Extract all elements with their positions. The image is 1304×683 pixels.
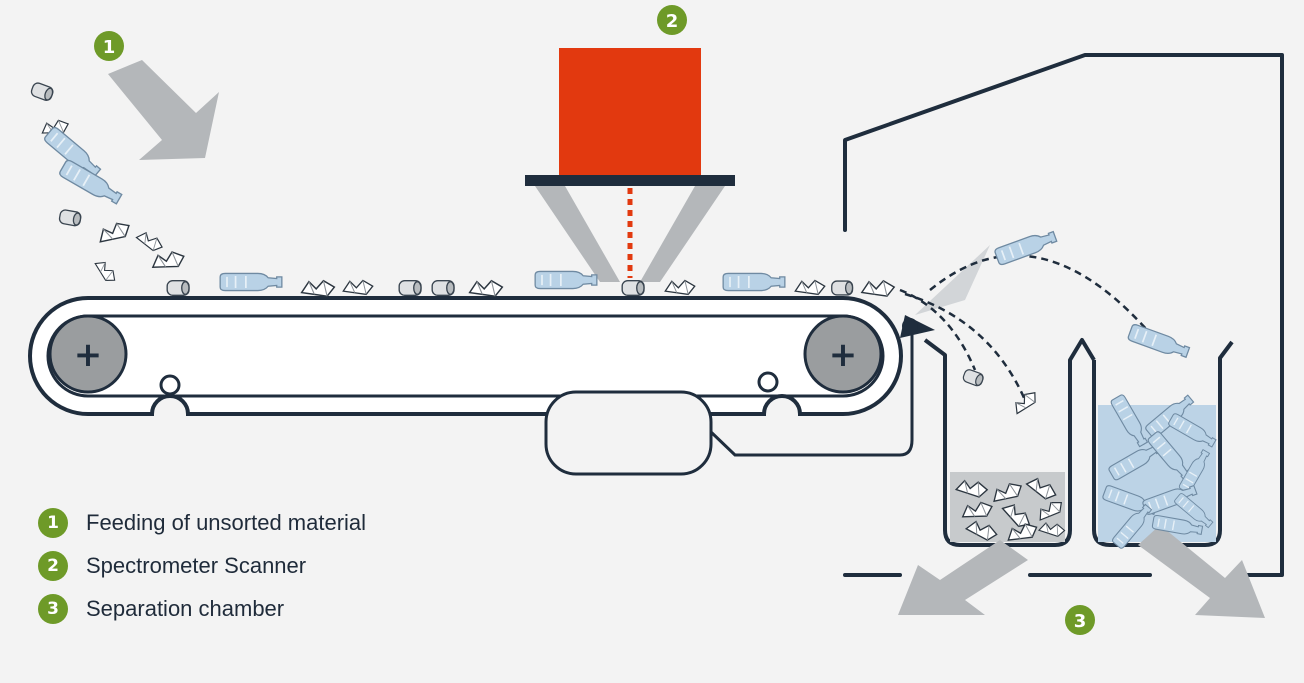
scrap-item [468, 279, 504, 297]
air-nozzle [900, 245, 990, 338]
can-item [29, 80, 56, 103]
scrap-item [92, 257, 120, 286]
scrap-item [342, 279, 374, 296]
legend-item-scanner: 2 Spectrometer Scanner [38, 551, 366, 581]
can-item [831, 280, 854, 296]
roller-left-plus: + [74, 335, 103, 375]
scrap-item [861, 280, 895, 297]
legend-label-separation: Separation chamber [86, 596, 285, 621]
legend-badge-3: 3 [38, 594, 68, 624]
scrap-item [664, 279, 696, 296]
bottle-item [722, 272, 786, 292]
badge-3-label: 3 [1074, 611, 1087, 632]
legend-item-feeding: 1 Feeding of unsorted material [38, 508, 366, 538]
bottle-item [219, 272, 283, 292]
legend: 1 Feeding of unsorted material 2 Spectro… [38, 508, 366, 624]
control-unit [544, 335, 914, 476]
roller-right-plus: + [829, 335, 858, 375]
legend-badge-2: 2 [38, 551, 68, 581]
trajectories [899, 254, 1161, 401]
can-item [431, 280, 455, 296]
bottle-item [534, 270, 598, 290]
badge-2-label: 2 [666, 11, 679, 32]
bottle-item [1126, 322, 1192, 362]
scrap-item [150, 249, 187, 272]
feed-arrow [108, 60, 219, 160]
conveyor-belt: + + [28, 296, 903, 416]
can-item [621, 280, 645, 296]
scrap-item [300, 279, 336, 297]
legend-label-scanner: Spectrometer Scanner [86, 553, 307, 578]
legend-label-feeding: Feeding of unsorted material [86, 510, 367, 535]
separation-chamber [843, 53, 1284, 577]
output-arrow-right [1138, 525, 1265, 618]
badge-1-label: 1 [103, 37, 116, 58]
badge-1: 1 [94, 31, 124, 61]
can-item [58, 208, 83, 228]
scrap-item [134, 228, 166, 255]
badge-2: 2 [657, 5, 687, 35]
badge-3: 3 [1065, 605, 1095, 635]
can-item [398, 280, 422, 296]
can-item [166, 280, 190, 296]
scrap-item [1010, 387, 1041, 417]
can-item [961, 367, 986, 388]
bottle-item [993, 227, 1059, 267]
spectrometer-scanner [525, 48, 735, 282]
scrap-item [95, 218, 133, 246]
scrap-item [794, 279, 826, 296]
output-arrow-left [898, 540, 1028, 615]
legend-item-separation: 3 Separation chamber [38, 594, 366, 624]
legend-badge-1: 1 [38, 508, 68, 538]
